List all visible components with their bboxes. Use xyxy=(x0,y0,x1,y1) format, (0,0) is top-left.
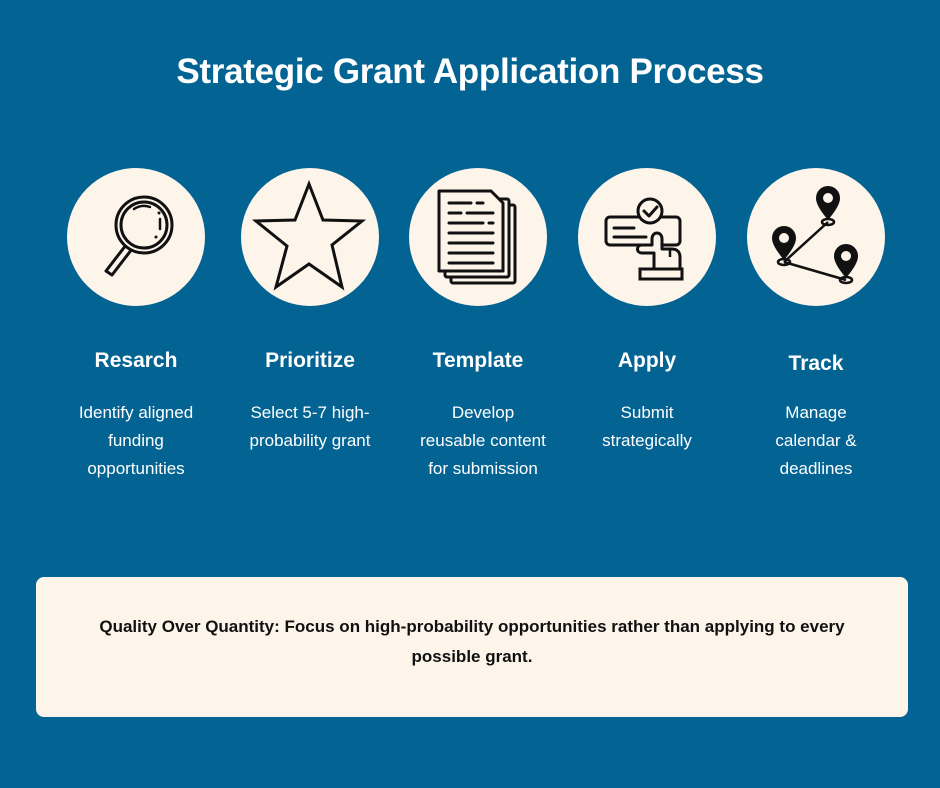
step-apply: Apply Submit strategically xyxy=(567,168,727,455)
magnifying-glass-icon xyxy=(104,195,174,277)
step-title: Template xyxy=(432,349,524,372)
documents-icon xyxy=(437,189,517,285)
step-description: Select 5-7 high-probability grant xyxy=(249,403,371,450)
step-icon-circle xyxy=(578,168,716,306)
note-text: Quality Over Quantity: Focus on high-pro… xyxy=(99,617,845,666)
step-title: Track xyxy=(788,352,844,375)
hand-click-check-icon xyxy=(604,197,684,281)
step-template: Template Develop reusable content for su… xyxy=(398,168,558,483)
step-description: Manage calendar & deadlines xyxy=(775,403,857,478)
step-prioritize: Prioritize Select 5-7 high-probability g… xyxy=(230,168,390,455)
step-track: Track Manage calendar & deadlines xyxy=(736,168,896,483)
step-title: Prioritize xyxy=(265,349,355,372)
step-title: Apply xyxy=(617,349,677,372)
step-icon-circle xyxy=(747,168,885,306)
page-title: Strategic Grant Application Process xyxy=(176,52,764,91)
step-description: Develop reusable content for submission xyxy=(420,403,546,478)
star-icon xyxy=(251,179,367,291)
step-icon-circle xyxy=(241,168,379,306)
key-principle-note: Quality Over Quantity: Focus on high-pro… xyxy=(36,577,908,717)
step-icon-circle xyxy=(409,168,547,306)
step-title: Resarch xyxy=(94,349,178,372)
map-pins-route-icon xyxy=(772,186,858,285)
step-research: Resarch Identify aligned funding opportu… xyxy=(56,168,216,483)
step-icon-circle xyxy=(67,168,205,306)
step-description: Submit strategically xyxy=(602,403,692,450)
step-description: Identify aligned funding opportunities xyxy=(78,403,194,478)
